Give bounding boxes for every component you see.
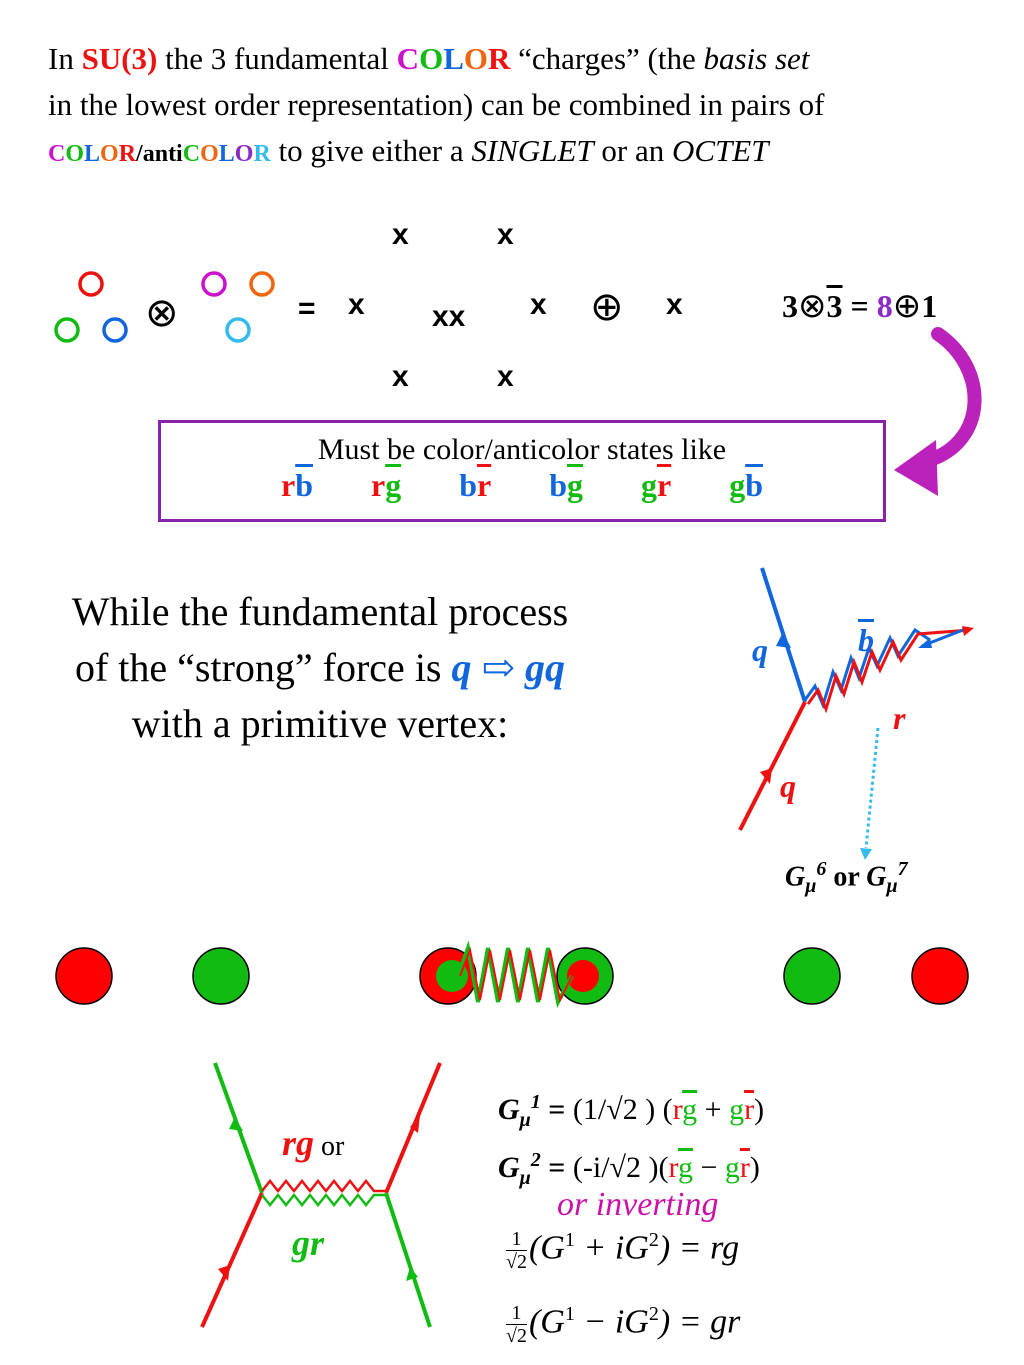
weight-x: x: [392, 360, 409, 393]
weight-center: xx: [432, 300, 466, 333]
pair-gb: gb: [729, 467, 763, 503]
pair-rb: rb: [281, 467, 313, 503]
singlet-x: x: [666, 288, 683, 321]
pair-rg: rg: [371, 467, 402, 503]
box-caption: Must be color/anticolor states like: [317, 433, 727, 466]
gluon-spring-red: [459, 946, 573, 1004]
primitive-vertex-diagram: [738, 567, 974, 860]
green-ball-2: [783, 947, 841, 1005]
orange-circle: [249, 271, 275, 297]
blue-circle: [102, 317, 128, 343]
green-circle: [54, 317, 80, 343]
intro-text: In: [48, 41, 82, 76]
decomposition-relation: 3⊗3 = 8⊕1: [782, 286, 938, 326]
label-r: r: [893, 700, 906, 736]
weight-x: x: [497, 218, 514, 251]
equals-sign: =: [298, 292, 316, 325]
pair-br: br: [459, 467, 492, 503]
gluon-definitions: Gμ1 = (1/√2 ) (rg + gr) Gμ2 = (-i/√2 )(r…: [498, 1082, 764, 1198]
curved-arrow: [894, 327, 982, 496]
quark-line-red: [738, 701, 807, 831]
octet-text: OCTET: [672, 133, 769, 168]
gluon-g6-g7-label: Gμ6 or Gμ7: [785, 858, 908, 897]
color-circles: [54, 271, 275, 343]
intro-line-2: in the lowest order representation) can …: [48, 87, 825, 122]
red-circle: [78, 271, 104, 297]
gluon-spring-green: [456, 940, 574, 1008]
q-to-gq: q ⇨ gq: [451, 645, 566, 690]
pair-gr: gr: [641, 467, 672, 503]
inverted-formula-2: 1√2(G1 − iG2) = gr: [506, 1302, 741, 1347]
su3-label: SU(3): [81, 41, 158, 76]
intro-line-1: In SU(3) the 3 fundamental COLOR “charge…: [48, 36, 1008, 82]
exchange-gluon-red: [261, 1178, 386, 1194]
weight-x: x: [392, 218, 409, 251]
red-inner-right: [567, 960, 599, 992]
octet-states-box: Must be color/anticolor states like rb r…: [158, 420, 886, 522]
pair-bg: bg: [549, 467, 583, 503]
g1-definition: Gμ1 = (1/√2 ) (rg + gr): [498, 1091, 765, 1131]
oplus-symbol: ⊕: [590, 284, 624, 330]
color-pairs: rb rg br bg gr gb: [161, 467, 883, 504]
weight-x: x: [530, 288, 547, 321]
dotted-arrow: [864, 727, 880, 849]
color-word: COLOR: [396, 41, 511, 76]
g2-definition: Gμ2 = (-i/√2 )(rg − gr): [498, 1149, 760, 1189]
exchange-label-gr: gr: [292, 1223, 325, 1263]
color-balls-row: [55, 940, 969, 1008]
green-line-lower-right: [384, 1192, 432, 1328]
intro-paragraph: In SU(3) the 3 fundamental COLOR “charge…: [48, 36, 1008, 177]
color-word-2: COLOR/antiCOLOR: [48, 141, 271, 167]
basis-set-text: basis set: [703, 41, 810, 76]
intro-text: “charges” (the: [510, 41, 704, 76]
intro-text: or an: [593, 133, 672, 168]
singlet-text: SINGLET: [471, 133, 594, 168]
process-text: While the fundamental process of the “st…: [71, 589, 569, 746]
red-line-lower-left: [200, 1192, 264, 1328]
green-ball: [192, 947, 250, 1005]
or-inverting-label: or inverting: [557, 1186, 719, 1223]
exchange-diagram: [200, 1062, 442, 1328]
red-ball: [55, 947, 113, 1005]
weight-x: x: [348, 288, 365, 321]
inverted-formula-1: 1√2(G1 + iG2) = rg: [506, 1228, 740, 1273]
intro-text: the 3 fundamental: [157, 41, 397, 76]
label-b-bar: b: [858, 622, 874, 658]
exchange-gluon-green: [261, 1192, 386, 1208]
cyan-circle: [225, 317, 251, 343]
label-q-bottom: q: [780, 768, 796, 804]
otimes-symbol: ⊗: [145, 290, 179, 336]
exchange-label-rg: rg or: [282, 1123, 345, 1163]
label-q-top: q: [752, 632, 768, 668]
intro-text: to give either a: [270, 133, 472, 168]
red-ball-2: [911, 947, 969, 1005]
intro-line-3: COLOR/antiCOLOR to give either a SINGLET…: [48, 128, 1008, 177]
gluon-line-red: [806, 628, 971, 714]
weight-x: x: [497, 360, 514, 393]
magenta-circle: [201, 271, 227, 297]
